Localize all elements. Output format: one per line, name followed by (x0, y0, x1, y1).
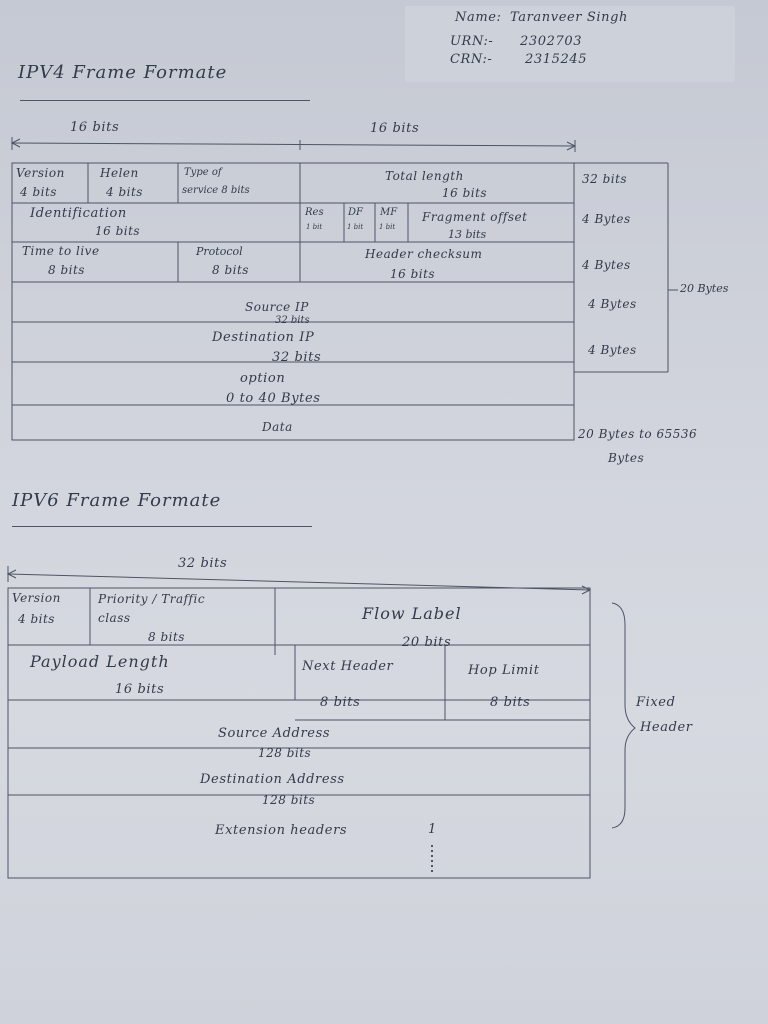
ipv6-priority-bits: 8 bits (148, 630, 185, 644)
ipv4-hlen: Helen (100, 166, 139, 180)
crn-label: CRN:- (450, 52, 493, 67)
ipv4-fragment-offset: Fragment offset (422, 210, 528, 224)
ipv6-flow-bits: 20 bits (402, 635, 452, 650)
ipv6-next-header-bits: 8 bits (320, 695, 361, 710)
ipv4-title: IPV4 Frame Formate (18, 62, 228, 83)
ipv4-row5-size: 4 Bytes (588, 343, 637, 357)
ipv4-data: Data (262, 420, 293, 434)
ipv6-payload-length: Payload Length (30, 652, 170, 671)
ipv6-destination-address: Destination Address (200, 772, 345, 787)
ipv4-row4-size: 4 Bytes (588, 297, 637, 311)
ipv4-identification-bits: 16 bits (95, 224, 141, 238)
ipv4-header-total: 20 Bytes (680, 282, 729, 295)
ipv4-width-right: 16 bits (370, 121, 420, 136)
student-info-box (405, 6, 735, 82)
ipv4-row2-size: 4 Bytes (582, 212, 631, 226)
ipv4-total-length: Total length (385, 169, 464, 183)
ipv4-res-bit: 1 bit (306, 223, 323, 231)
ipv4-mf-bit: 1 bit (379, 223, 396, 231)
ipv6-priority-class: class (98, 611, 131, 625)
ipv4-option: option (240, 371, 286, 386)
urn-value: 2302703 (520, 34, 583, 49)
ipv4-destination-ip: Destination IP (212, 330, 315, 345)
ipv4-header-checksum: Header checksum (365, 247, 483, 261)
ipv6-title: IPV6 Frame Formate (12, 490, 222, 511)
ipv4-identification: Identification (30, 206, 127, 221)
ipv6-flow-label: Flow Label (362, 604, 462, 623)
ipv4-ttl-bits: 8 bits (48, 263, 85, 277)
ipv6-payload-bits: 16 bits (115, 682, 165, 697)
ipv6-width: 32 bits (178, 556, 228, 571)
ipv4-source-ip: Source IP (245, 300, 309, 314)
fixed-header-label-1: Fixed (636, 695, 676, 710)
ipv4-row3-size: 4 Bytes (582, 258, 631, 272)
ipv4-data-size-2: Bytes (608, 451, 645, 465)
ipv6-title-underline (12, 526, 312, 527)
crn-value: 2315245 (525, 52, 588, 67)
ipv4-mf: MF (380, 207, 398, 218)
ipv4-checksum-bits: 16 bits (390, 267, 436, 281)
urn-label: URN:- (450, 34, 494, 49)
ipv6-priority: Priority / Traffic (98, 592, 206, 606)
ipv4-total-length-bits: 16 bits (442, 186, 488, 200)
name-label: Name: (455, 10, 502, 25)
ipv4-width-left: 16 bits (70, 120, 120, 135)
name-value: Taranveer Singh (510, 10, 628, 25)
ipv4-hlen-bits: 4 bits (106, 185, 143, 199)
ipv6-next-header: Next Header (302, 659, 394, 674)
ipv6-source-address-bits: 128 bits (258, 746, 312, 760)
ipv4-option-bits: 0 to 40 Bytes (226, 391, 321, 406)
ipv4-protocol: Protocol (196, 245, 243, 258)
ipv4-df-bit: 1 bit (347, 223, 364, 231)
ipv4-ttl: Time to live (22, 244, 100, 258)
ipv4-fragment-bits: 13 bits (448, 228, 487, 241)
ipv6-source-address: Source Address (218, 726, 331, 741)
ipv4-row1-size: 32 bits (582, 172, 628, 186)
ipv6-hop-limit: Hop Limit (468, 663, 540, 678)
ipv6-version-bits: 4 bits (18, 612, 55, 626)
ipv4-df: DF (348, 207, 363, 218)
ipv4-source-ip-bits: 32 bits (275, 315, 310, 326)
ipv4-version-bits: 4 bits (20, 185, 57, 199)
ipv4-protocol-bits: 8 bits (212, 263, 249, 277)
ipv6-extension-marker: 1 (428, 822, 437, 837)
ipv4-version: Version (16, 166, 65, 180)
ipv4-destination-ip-bits: 32 bits (272, 350, 322, 365)
ipv6-version: Version (12, 591, 61, 605)
ipv4-data-size: 20 Bytes to 65536 (578, 427, 698, 441)
ipv4-tos: Type of (184, 167, 222, 178)
ipv4-res: Res (305, 207, 324, 218)
ipv4-title-underline (20, 100, 310, 101)
ipv6-hop-limit-bits: 8 bits (490, 695, 531, 710)
ipv6-extension-headers: Extension headers (215, 823, 348, 838)
ipv4-tos-2: service 8 bits (182, 185, 250, 196)
ipv6-destination-address-bits: 128 bits (262, 793, 316, 807)
fixed-header-label-2: Header (640, 720, 693, 735)
